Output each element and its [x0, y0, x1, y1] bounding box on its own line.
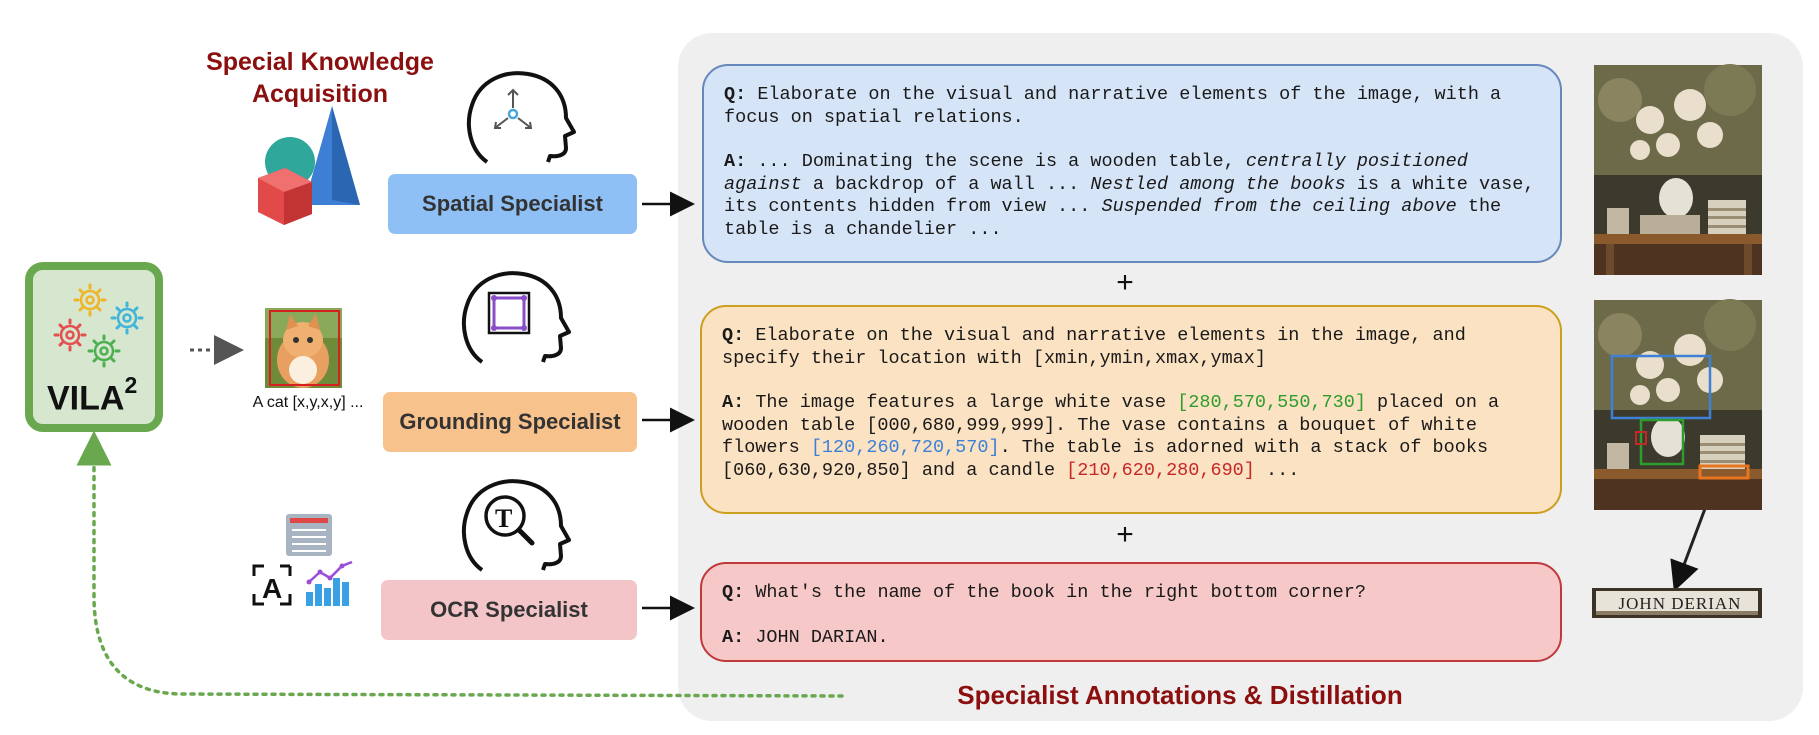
section-title-distillation: Specialist Annotations & Distillation: [957, 680, 1403, 710]
grounding-q-prefix: Q:: [722, 325, 745, 346]
plus-sign: +: [1116, 518, 1134, 551]
ocr-a-prefix: A:: [722, 626, 745, 648]
spatial-answer-part: the table is a chandelier ...: [724, 196, 1502, 240]
spatial-question: Elaborate on the visual and narrative el…: [724, 84, 1502, 128]
spatial-specialist-button[interactable]: Spatial Specialist: [388, 174, 637, 234]
spatial-answer-emphasis: Nestled among the books: [1090, 173, 1346, 195]
grounding-question: Elaborate on the visual and narrative el…: [722, 325, 1466, 369]
ocr-q-prefix: Q:: [722, 582, 745, 603]
book-crop-text: JOHN DERIAN: [1618, 594, 1742, 613]
ocr-specialist-label: OCR Specialist: [430, 597, 588, 622]
grounding-specialist-button[interactable]: Grounding Specialist: [383, 392, 637, 452]
ocr-question: What's the name of the book in the right…: [744, 582, 1366, 603]
grounding-answer-part: placed on a wooden table [000,680,999,99…: [722, 392, 1500, 458]
grounding-answer-part: ...: [1254, 459, 1300, 481]
spatial-qa-box: Q: Elaborate on the visual and narrative…: [702, 64, 1562, 263]
ocr-qa-box: Q: What's the name of the book in the ri…: [700, 562, 1562, 662]
grounding-example-caption: A cat [x,y,x,y] ...: [252, 394, 364, 411]
vila-superscript: 2: [124, 372, 138, 398]
spatial-answer-part: ... Dominating the scene is a wooden tab…: [746, 151, 1246, 172]
grounding-qa-box: Q: Elaborate on the visual and narrative…: [700, 305, 1562, 514]
section-title-knowledge: Special Knowledge Acquisition: [206, 48, 434, 108]
spatial-answer-part: is a white vase, its contents hidden fro…: [724, 173, 1535, 218]
svg-text:T: T: [495, 504, 512, 533]
vila-name: VILA: [47, 379, 125, 418]
spatial-a-prefix: A:: [724, 151, 747, 172]
vila-model-label: VILA2: [47, 370, 157, 417]
spatial-specialist-label: Spatial Specialist: [422, 191, 603, 216]
grounding-answer-part: . The table is adorned with a stack of b…: [722, 437, 1489, 481]
svg-text:A: A: [262, 573, 282, 604]
grounding-a-prefix: A:: [722, 392, 745, 413]
candle-bbox: [210,620,280,690]: [1066, 459, 1255, 481]
spatial-q-prefix: Q:: [724, 84, 747, 105]
spatial-answer-part: a backdrop of a wall ...: [801, 173, 1091, 195]
ocr-specialist-button[interactable]: OCR Specialist: [381, 580, 637, 640]
spatial-answer-emphasis: Suspended from the ceiling above: [1101, 196, 1457, 217]
grounding-specialist-label: Grounding Specialist: [399, 409, 621, 434]
spatial-answer-emphasis: centrally positioned against: [724, 151, 1468, 195]
flowers-bbox: [120,260,720,570]: [810, 437, 1000, 458]
vase-bbox: [280,570,550,730]: [1177, 392, 1366, 413]
grounding-answer-part: The image features a large white vase: [744, 392, 1178, 413]
plus-sign: +: [1116, 266, 1134, 299]
ocr-answer: JOHN DARIAN.: [744, 626, 889, 648]
